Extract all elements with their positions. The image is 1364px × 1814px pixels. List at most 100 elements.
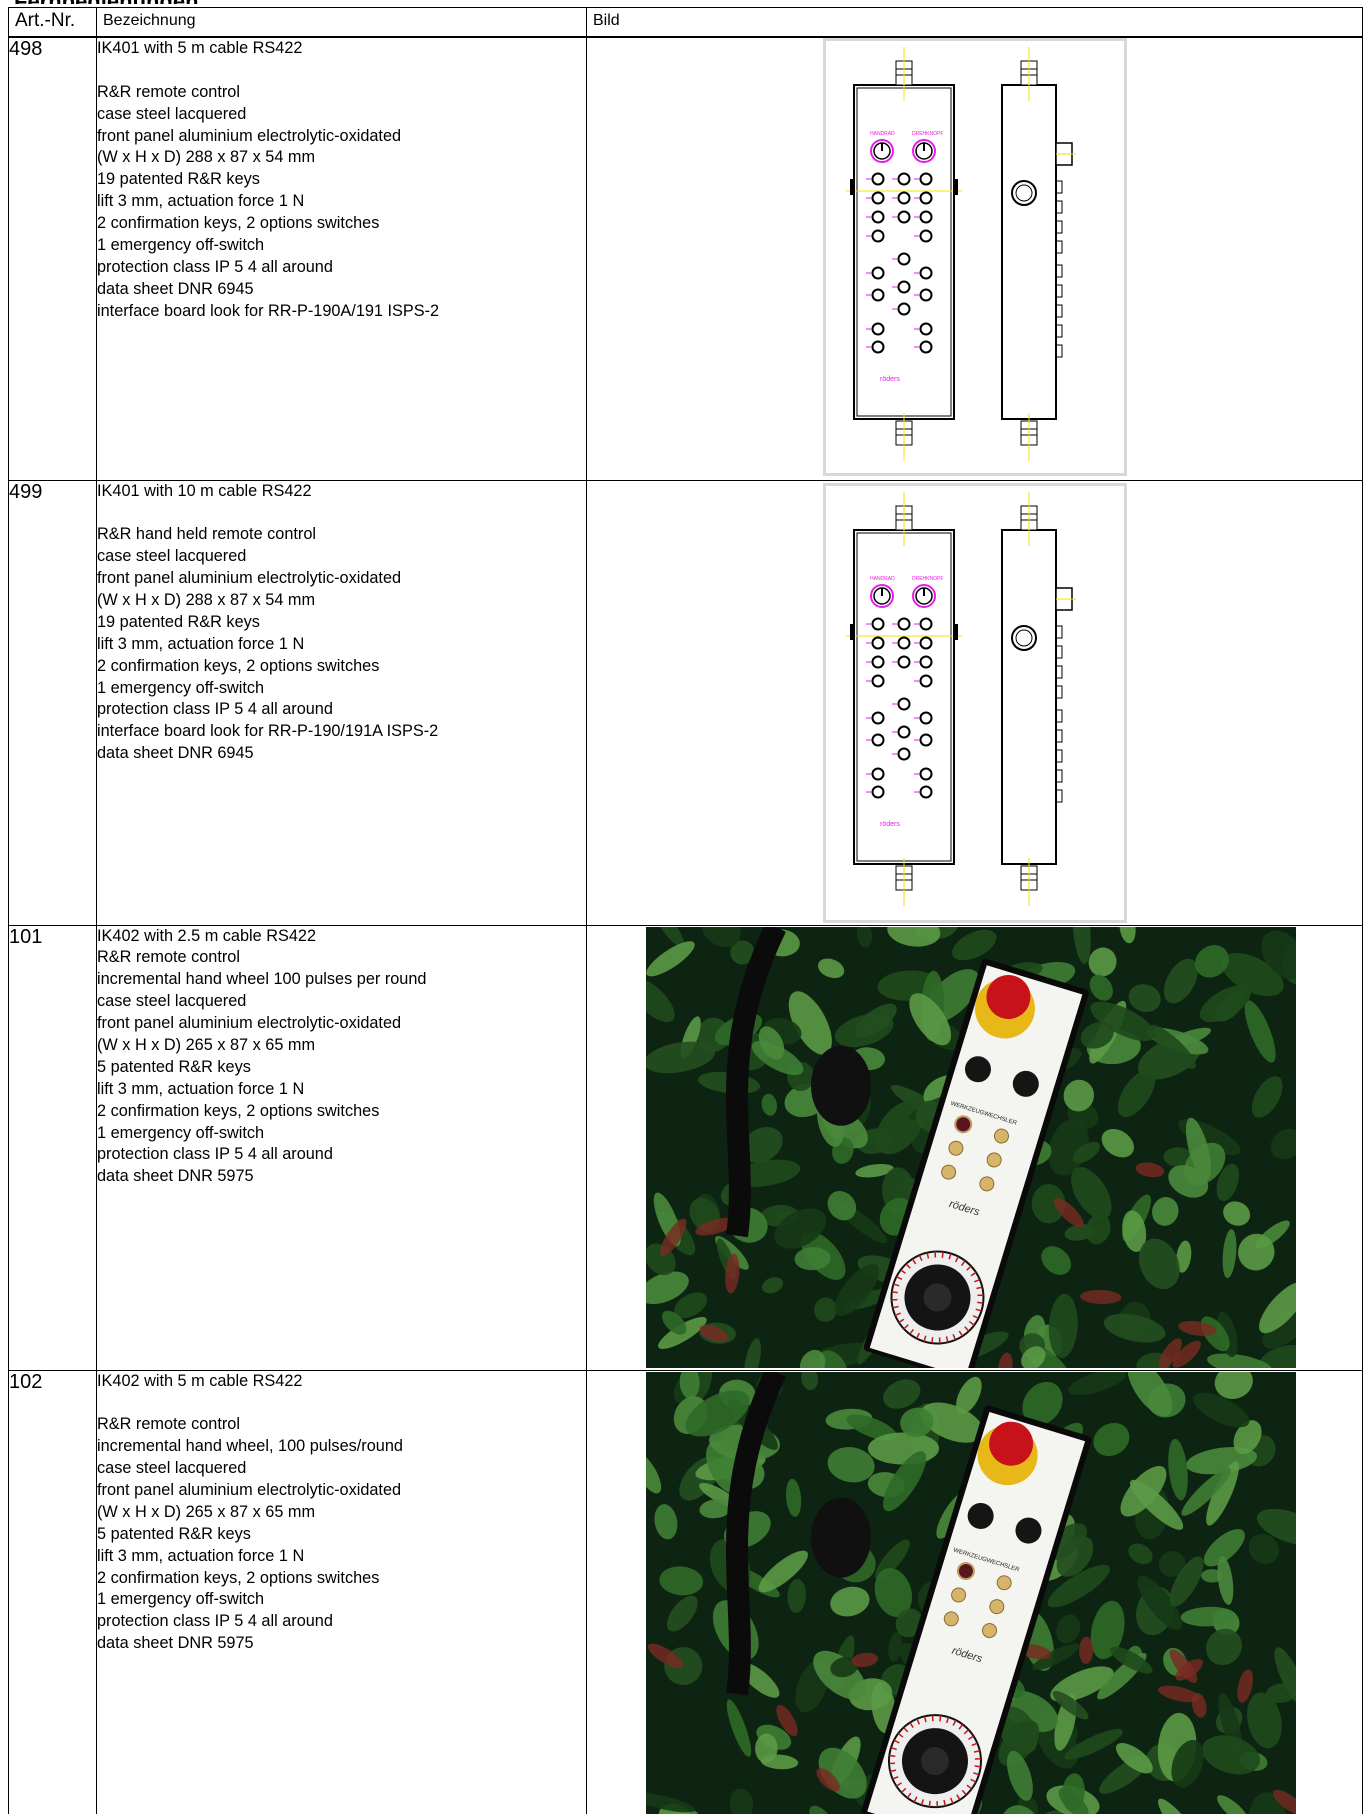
leaf <box>827 1446 875 1482</box>
leaf <box>1244 999 1276 1063</box>
leaf <box>646 1451 662 1493</box>
description-line: incremental hand wheel 100 pulses per ro… <box>97 970 427 989</box>
leaf <box>1127 1371 1173 1416</box>
red-leaf <box>776 1704 798 1736</box>
leaf <box>1194 944 1229 978</box>
leaf <box>817 958 845 978</box>
header-image: Bild <box>586 7 1363 38</box>
red-leaf <box>816 1767 840 1792</box>
key <box>871 785 885 798</box>
key <box>871 617 885 630</box>
art-nr-cell: 499 <box>8 479 97 926</box>
key <box>919 767 933 780</box>
side-key <box>1055 304 1063 318</box>
leaf <box>646 1271 689 1304</box>
drawing-label: HANDRAD <box>870 131 895 137</box>
table-row: 499 IK401 with 10 m cable RS422 R&R hand… <box>8 479 1363 926</box>
art-nr-cell: 101 <box>8 924 97 1371</box>
description-line: (W x H x D) 265 x 87 x 65 mm <box>97 1035 316 1054</box>
description-line: 5 patented R&R keys <box>97 1524 251 1543</box>
leaf <box>1119 926 1136 943</box>
leaf <box>1217 1794 1249 1814</box>
description-line: R&R hand held remote control <box>97 525 317 544</box>
key <box>897 191 911 205</box>
description-line: R&R remote control <box>97 948 240 967</box>
leaf <box>1274 1646 1296 1707</box>
leaf <box>1063 1079 1095 1111</box>
leaf <box>1218 1692 1242 1751</box>
description-line: IK402 with 2.5 m cable RS422 <box>97 926 317 945</box>
leaf <box>1185 1446 1258 1474</box>
key <box>993 1128 1009 1144</box>
side-key <box>1055 264 1063 278</box>
leaf <box>699 1482 737 1507</box>
description-line: (W x H x D) 288 x 87 x 54 mm <box>97 590 316 609</box>
leaf <box>1089 974 1113 1001</box>
red-leaf <box>695 1217 737 1236</box>
leaf <box>1022 1381 1063 1425</box>
leaf <box>1006 1750 1033 1801</box>
knob-outline <box>912 139 936 163</box>
key <box>919 617 933 630</box>
leaf <box>1115 1742 1153 1773</box>
brand-label: röders <box>880 821 900 828</box>
leaf <box>659 1565 704 1595</box>
description-line: protection class IP 5 4 all around <box>97 257 333 276</box>
leaf <box>1168 1438 1188 1500</box>
hand-wheel-hub <box>920 1746 949 1775</box>
red-leaf <box>1135 1162 1165 1177</box>
leaf <box>646 940 695 976</box>
leaf <box>761 1093 777 1116</box>
red-leaf <box>1158 1685 1200 1702</box>
leaf <box>801 1371 818 1390</box>
side-key <box>1055 645 1063 658</box>
leaf <box>1109 1646 1153 1674</box>
leaf <box>1270 1128 1296 1159</box>
leaf <box>952 929 997 960</box>
description-line: 19 patented R&R keys <box>97 170 260 189</box>
leaf <box>1088 947 1117 976</box>
key <box>919 655 933 668</box>
leaf <box>1090 1600 1125 1659</box>
key <box>897 252 911 266</box>
leaf <box>758 1025 785 1060</box>
description-line: lift 3 mm, actuation force 1 N <box>97 634 305 653</box>
leaf <box>900 1407 934 1437</box>
leaf <box>646 1791 696 1812</box>
red-leaf <box>725 1253 740 1293</box>
leaf <box>1248 1791 1287 1814</box>
leaf <box>674 1291 708 1318</box>
key <box>919 785 933 798</box>
key <box>919 266 933 280</box>
key <box>871 210 885 224</box>
key <box>871 655 885 668</box>
leaf <box>1206 1460 1239 1526</box>
side-switch <box>1011 624 1037 651</box>
key <box>919 172 933 186</box>
leaf <box>830 1586 870 1616</box>
side-key <box>1055 709 1063 722</box>
description-line: R&R remote control <box>97 1415 240 1434</box>
leaf <box>856 926 873 947</box>
key <box>871 191 885 205</box>
hand-wheel-hub <box>923 1282 952 1311</box>
leaf <box>1048 1293 1078 1358</box>
leaf <box>1047 1564 1110 1607</box>
leaf <box>1064 1728 1123 1760</box>
leaf <box>1203 1528 1245 1566</box>
key <box>919 674 933 687</box>
leaf <box>1056 1535 1094 1577</box>
leaf <box>799 1349 826 1368</box>
leaf <box>1041 1245 1071 1275</box>
key <box>979 1175 995 1191</box>
leaf <box>1072 926 1091 964</box>
description-line: IK402 with 5 m cable RS422 <box>97 1371 303 1390</box>
leaf <box>787 1578 807 1613</box>
leaf <box>788 990 832 1055</box>
leaf <box>1180 1606 1236 1626</box>
leaf <box>1223 1200 1251 1226</box>
key <box>919 636 933 649</box>
